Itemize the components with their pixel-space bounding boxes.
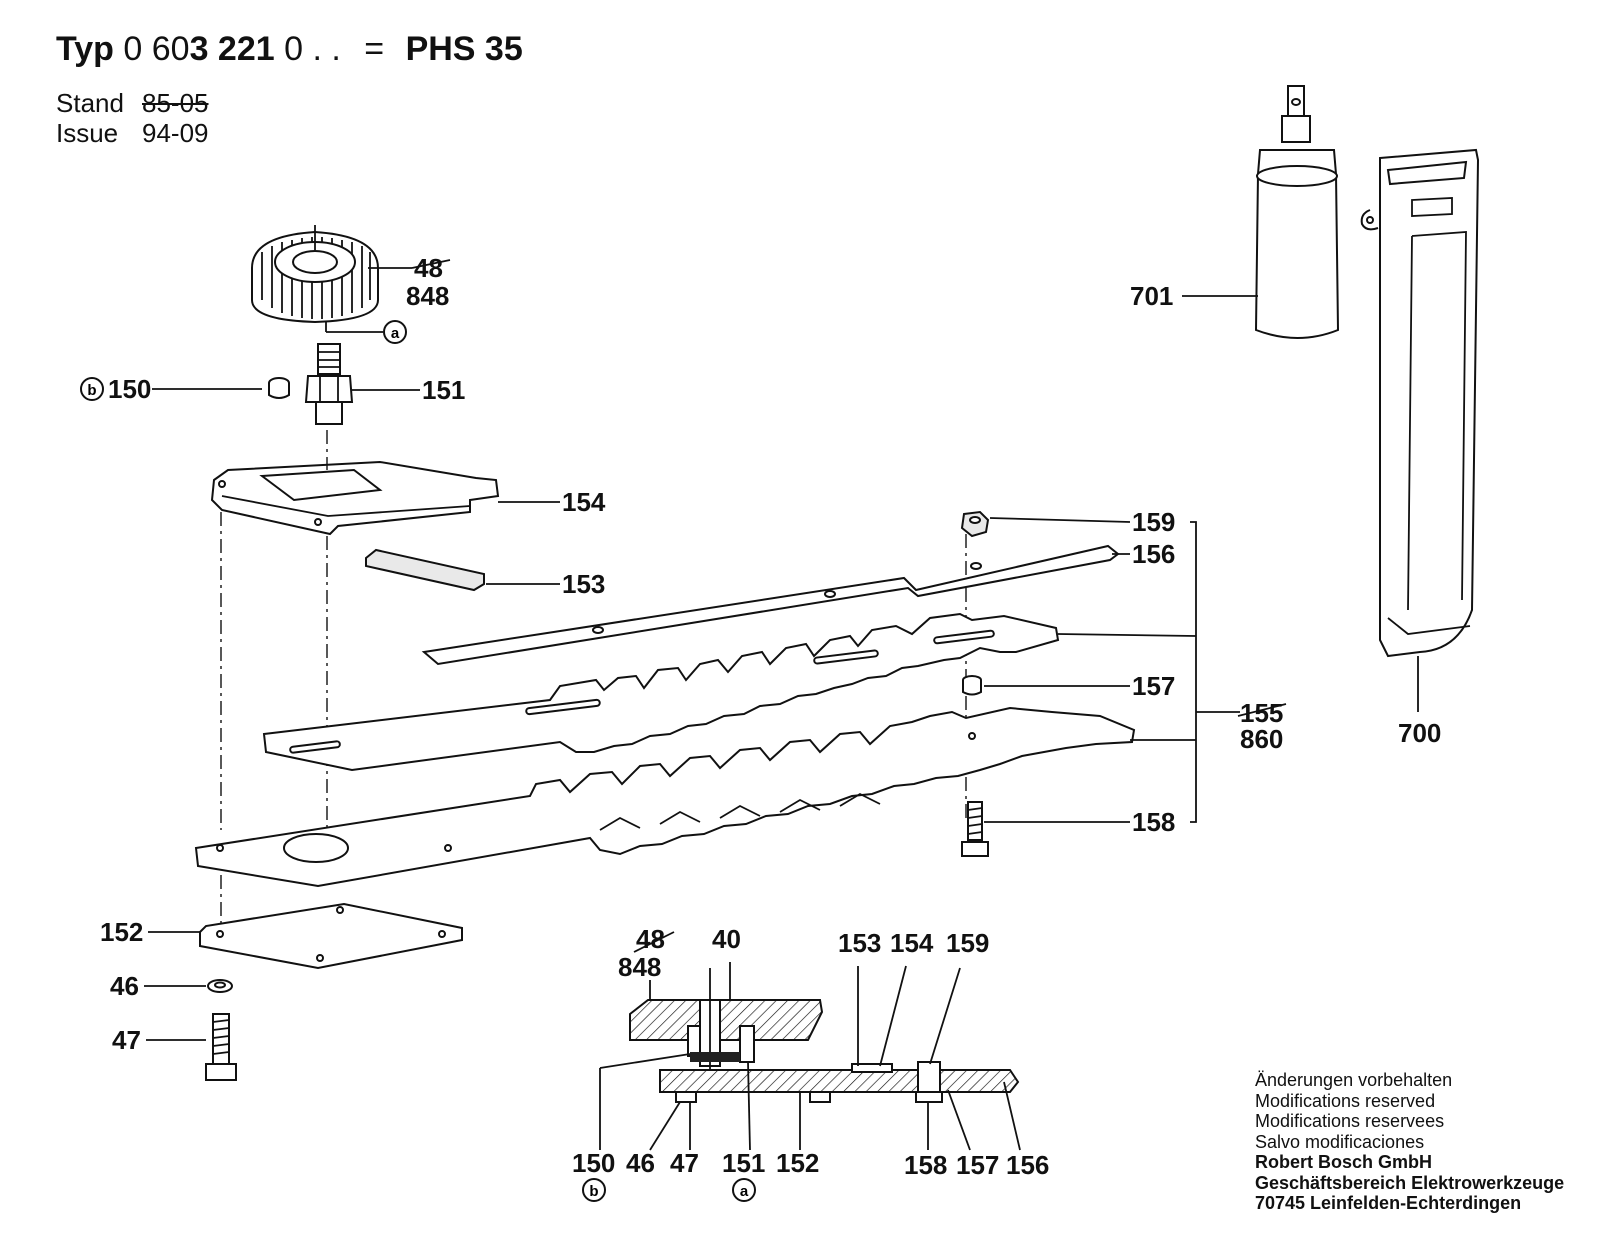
label-700: 700 xyxy=(1398,718,1441,748)
type-number-bold: 3 221 xyxy=(189,30,275,68)
label-154: 154 xyxy=(562,487,606,517)
group-bracket xyxy=(1190,521,1197,823)
section-label-150: 150 xyxy=(572,1148,615,1178)
label-157: 157 xyxy=(1132,671,1175,701)
gear-old-strike xyxy=(411,259,451,269)
page-title: Typ 0 603 221 0 . . = PHS 35 xyxy=(56,30,523,69)
type-number-prefix: 0 60 xyxy=(123,30,190,68)
bar-153-part xyxy=(365,548,485,592)
label-46: 46 xyxy=(110,971,139,1001)
stand-value: 85-05 xyxy=(142,88,209,118)
section-label-152: 152 xyxy=(776,1148,819,1178)
section-marker-a-circle xyxy=(732,1178,756,1202)
section-marker-b: b xyxy=(589,1183,598,1200)
marker-b-circle xyxy=(80,377,104,401)
section-label-gear-new: 848 xyxy=(618,952,661,982)
strip-156-part xyxy=(421,544,1120,666)
stand-line: Stand 85-05 xyxy=(56,88,209,119)
label-156: 156 xyxy=(1132,539,1175,569)
company-division: Geschäftsbereich Elektrowerkzeuge xyxy=(1255,1172,1565,1193)
section-label-158: 158 xyxy=(904,1150,947,1180)
label-152: 152 xyxy=(100,917,143,947)
issue-value: 94-09 xyxy=(142,118,209,148)
model-name: PHS 35 xyxy=(405,30,523,68)
section-label-47: 47 xyxy=(670,1148,699,1178)
footer-notes: Änderungen vorbehalten Modifications res… xyxy=(1255,1070,1564,1214)
label-gear-new: 848 xyxy=(406,281,449,311)
issue-label: Issue xyxy=(56,118,119,148)
section-label-40: 40 xyxy=(712,924,741,954)
spray-bottle-part xyxy=(1254,85,1340,339)
lower-blade-part xyxy=(194,706,1136,888)
sectional-view xyxy=(629,968,1020,1103)
marker-b: b xyxy=(87,382,96,399)
label-150: 150 xyxy=(108,374,151,404)
plate-154-part xyxy=(210,460,500,536)
typ-label: Typ xyxy=(56,30,114,68)
note-es: Salvo modificaciones xyxy=(1255,1131,1425,1152)
type-number: 0 603 221 0 . . xyxy=(123,30,340,68)
section-leaders xyxy=(599,962,1021,1151)
washer-46-part xyxy=(207,979,233,993)
section-label-46: 46 xyxy=(626,1148,655,1178)
label-blade-new: 860 xyxy=(1240,724,1283,754)
section-label-151: 151 xyxy=(722,1148,765,1178)
marker-a: a xyxy=(391,325,400,342)
issue-line: Issue 94-09 xyxy=(56,118,209,149)
company-address: 70745 Leinfelden-Echterdingen xyxy=(1255,1193,1522,1213)
marker-a-circle xyxy=(383,320,407,344)
gear-part xyxy=(251,225,379,324)
label-47: 47 xyxy=(112,1025,141,1055)
nut-159-part xyxy=(960,510,990,538)
section-gear-old-strike xyxy=(633,931,675,953)
screw-47-part xyxy=(205,1013,237,1081)
equals-sign: = xyxy=(364,30,385,68)
section-label-153: 153 xyxy=(838,928,881,958)
label-158: 158 xyxy=(1132,807,1175,837)
section-label-156: 156 xyxy=(1006,1150,1049,1180)
label-159: 159 xyxy=(1132,507,1175,537)
label-153: 153 xyxy=(562,569,605,599)
leader-159 xyxy=(989,517,1131,523)
label-151: 151 xyxy=(422,375,465,405)
note-de: Änderungen vorbehalten xyxy=(1255,1070,1453,1090)
label-701: 701 xyxy=(1130,281,1173,311)
note-fr: Modifications reservees xyxy=(1255,1111,1445,1131)
company-name: Robert Bosch GmbH xyxy=(1255,1152,1433,1172)
note-en: Modifications reserved xyxy=(1255,1090,1436,1111)
leader-upper-blade xyxy=(1057,633,1197,637)
upper-blade-part xyxy=(262,612,1060,772)
plate-152-part xyxy=(199,902,463,970)
screw-158-part xyxy=(961,801,989,857)
blade-sheath-part xyxy=(1360,148,1480,658)
section-label-157: 157 xyxy=(956,1150,999,1180)
blade-old-strike xyxy=(1237,703,1287,717)
section-marker-a: a xyxy=(740,1183,749,1200)
label-gear-old: 48 xyxy=(414,253,443,283)
bushing-157-part xyxy=(962,675,982,696)
type-number-suffix: 0 . . xyxy=(274,30,341,68)
section-marker-b-circle xyxy=(582,1178,606,1202)
pin-151-part xyxy=(304,343,354,425)
section-label-154: 154 xyxy=(890,928,934,958)
section-label-159: 159 xyxy=(946,928,989,958)
stand-label: Stand xyxy=(56,88,124,118)
pin-150-part xyxy=(268,377,290,399)
